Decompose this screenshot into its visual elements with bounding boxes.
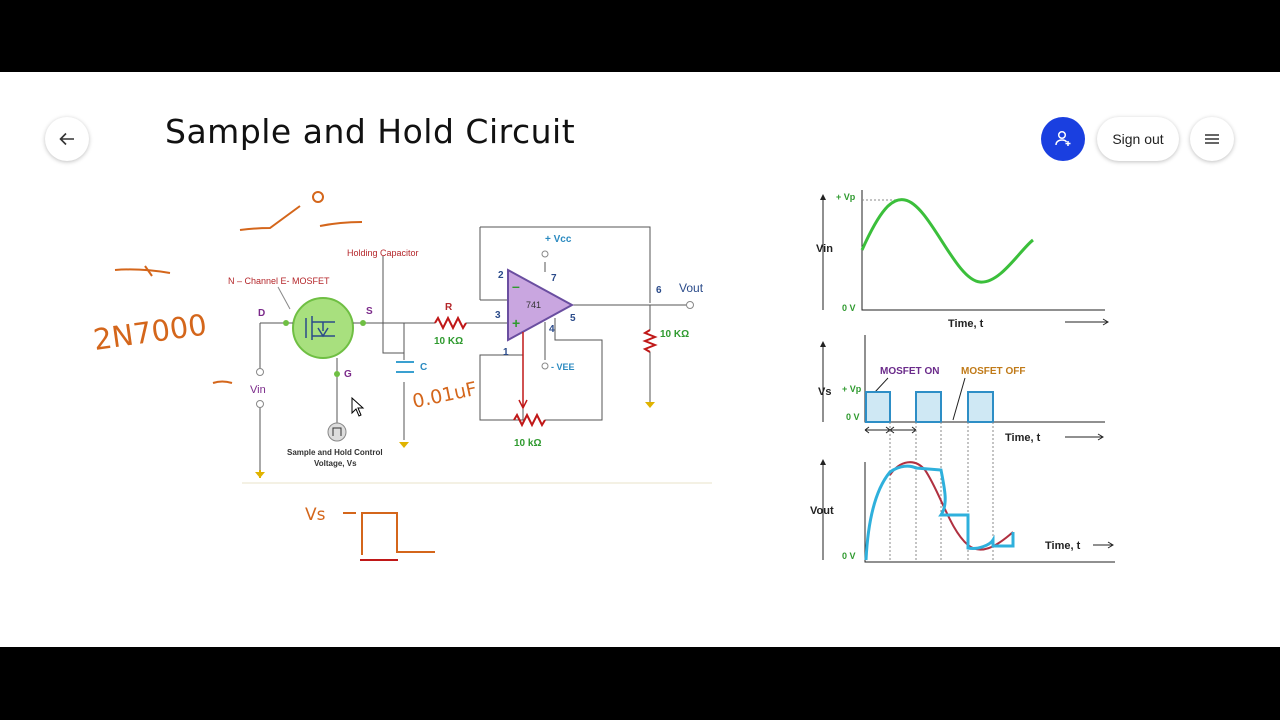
- load-resistor: [642, 329, 658, 353]
- arrow-left-icon: [59, 132, 74, 146]
- pin-s-label: S: [366, 306, 373, 317]
- vout-sampled-wave: [864, 464, 1015, 561]
- opamp-label: 741: [526, 300, 541, 310]
- pin-4: 4: [549, 324, 555, 335]
- time-label-bottom: Time, t: [1045, 540, 1081, 552]
- vin-axis-label: Vin: [816, 243, 833, 255]
- control-label-line2: Voltage, Vs: [314, 459, 357, 468]
- time-label-mid: Time, t: [1005, 432, 1041, 444]
- load-value: 10 KΩ: [660, 329, 689, 340]
- whiteboard-canvas[interactable]: Sample and Hold Circuit Sign out 2N7000 …: [0, 72, 1280, 647]
- vcc-label: + Vcc: [545, 234, 572, 245]
- pin-3: 3: [495, 310, 501, 321]
- vs-annotation: Vs: [305, 505, 326, 525]
- mouse-cursor-icon: [351, 396, 365, 417]
- vin-reference-curve: [889, 461, 1014, 551]
- cap-c-label: C: [420, 362, 427, 373]
- circuit-diagram: 2N7000 N – Channel E- MOSFET D S G: [91, 191, 712, 561]
- vee-label: - VEE: [551, 362, 575, 372]
- bottom-letterbox: [0, 647, 1280, 720]
- resistor-r-label: R: [445, 302, 453, 313]
- vout-label: Vout: [679, 281, 704, 295]
- vs-pulse-train: [865, 391, 994, 423]
- pin-7: 7: [551, 273, 557, 284]
- zero-label-bottom: 0 V: [842, 551, 856, 561]
- zero-label-top: 0 V: [842, 303, 856, 313]
- svg-text:+: +: [512, 315, 520, 331]
- hamburger-menu-icon: [1205, 134, 1219, 144]
- pin-6: 6: [656, 285, 662, 296]
- resistor-r-value: 10 KΩ: [434, 336, 463, 347]
- vp-label-top: + Vp: [836, 192, 856, 202]
- pin-d-label: D: [258, 308, 265, 319]
- capacitor-label: Holding Capacitor: [347, 248, 419, 258]
- part-number-annotation: 2N7000: [91, 307, 209, 357]
- control-source-symbol: [327, 422, 347, 442]
- svg-text:–: –: [512, 278, 520, 294]
- cap-value-annotation: 0.01uF: [410, 378, 478, 413]
- handwritten-switch-sketch: [114, 191, 363, 384]
- resistor-r: [434, 315, 467, 331]
- back-button[interactable]: [45, 117, 89, 161]
- time-label-top: Time, t: [948, 318, 984, 330]
- sign-out-button[interactable]: Sign out: [1097, 117, 1179, 161]
- vin-sine-wave: [860, 198, 1034, 284]
- mosfet-label: N – Channel E- MOSFET: [228, 276, 330, 286]
- zero-label-mid: 0 V: [846, 412, 860, 422]
- opamp-symbol: [507, 268, 575, 342]
- pin-5: 5: [570, 313, 576, 324]
- waveform-diagram: Vin + Vp 0 V Time, t Vs + Vp 0 V Time, t…: [810, 190, 1115, 563]
- vout-axis-label: Vout: [810, 505, 834, 517]
- mosfet-off-label: MOSFET OFF: [961, 366, 1025, 377]
- menu-button[interactable]: [1190, 117, 1234, 161]
- pin-g-label: G: [344, 369, 352, 380]
- page-title: Sample and Hold Circuit: [165, 112, 576, 151]
- control-label-line1: Sample and Hold Control: [287, 448, 383, 457]
- vs-axis-label: Vs: [818, 386, 831, 398]
- potentiometer: [513, 412, 546, 428]
- pin-1: 1: [503, 347, 509, 358]
- mosfet-on-label: MOSFET ON: [880, 366, 939, 377]
- user-button[interactable]: [1041, 117, 1085, 161]
- pin-2: 2: [498, 270, 504, 281]
- vin-label: Vin: [250, 384, 266, 396]
- person-add-icon: [1055, 130, 1071, 146]
- vp-label-mid: + Vp: [842, 384, 862, 394]
- top-letterbox: [0, 0, 1280, 72]
- pot-value: 10 kΩ: [514, 438, 541, 449]
